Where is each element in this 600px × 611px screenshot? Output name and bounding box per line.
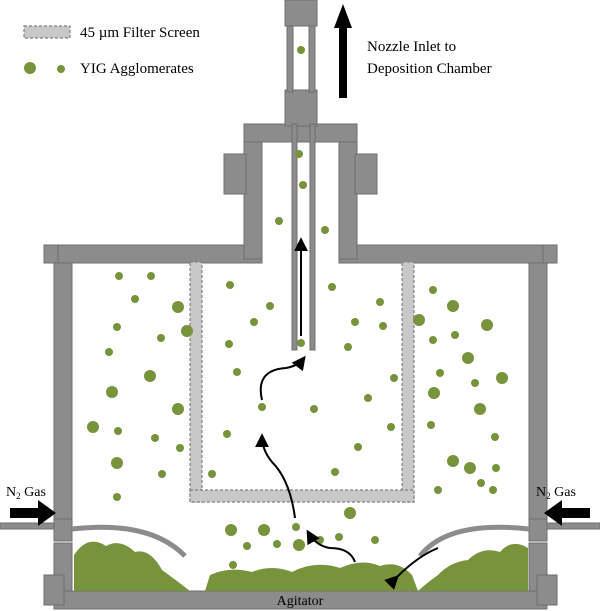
particles <box>87 46 508 569</box>
outlet-label-line1: Nozzle Inlet to <box>367 39 456 55</box>
gas-inlet-pipes <box>0 518 600 542</box>
left-deflector <box>71 524 187 558</box>
flow-arrows <box>255 237 439 590</box>
outlet-label-line2: Deposition Chamber <box>367 61 492 77</box>
legend-particle-large <box>24 62 36 74</box>
legend-filter-swatch <box>23 25 71 39</box>
right-gas-arrow <box>544 500 590 526</box>
chamber-walls <box>43 0 558 610</box>
gas-left-label: N2 Gas <box>6 485 46 501</box>
legend: 45 µm Filter Screen YIG Agglomerates <box>23 25 200 77</box>
outlet-arrow <box>334 4 352 98</box>
right-deflector <box>418 524 530 558</box>
agitator-label: Agitator <box>277 594 324 609</box>
powder-bed <box>74 541 528 591</box>
legend-filter-label: 45 µm Filter Screen <box>80 25 200 41</box>
left-gas-arrow <box>10 500 56 526</box>
gas-right-label: N2 Gas <box>536 485 576 501</box>
legend-particles-label: YIG Agglomerates <box>80 61 194 77</box>
filter-screen <box>189 261 415 503</box>
legend-particle-small <box>57 65 65 73</box>
